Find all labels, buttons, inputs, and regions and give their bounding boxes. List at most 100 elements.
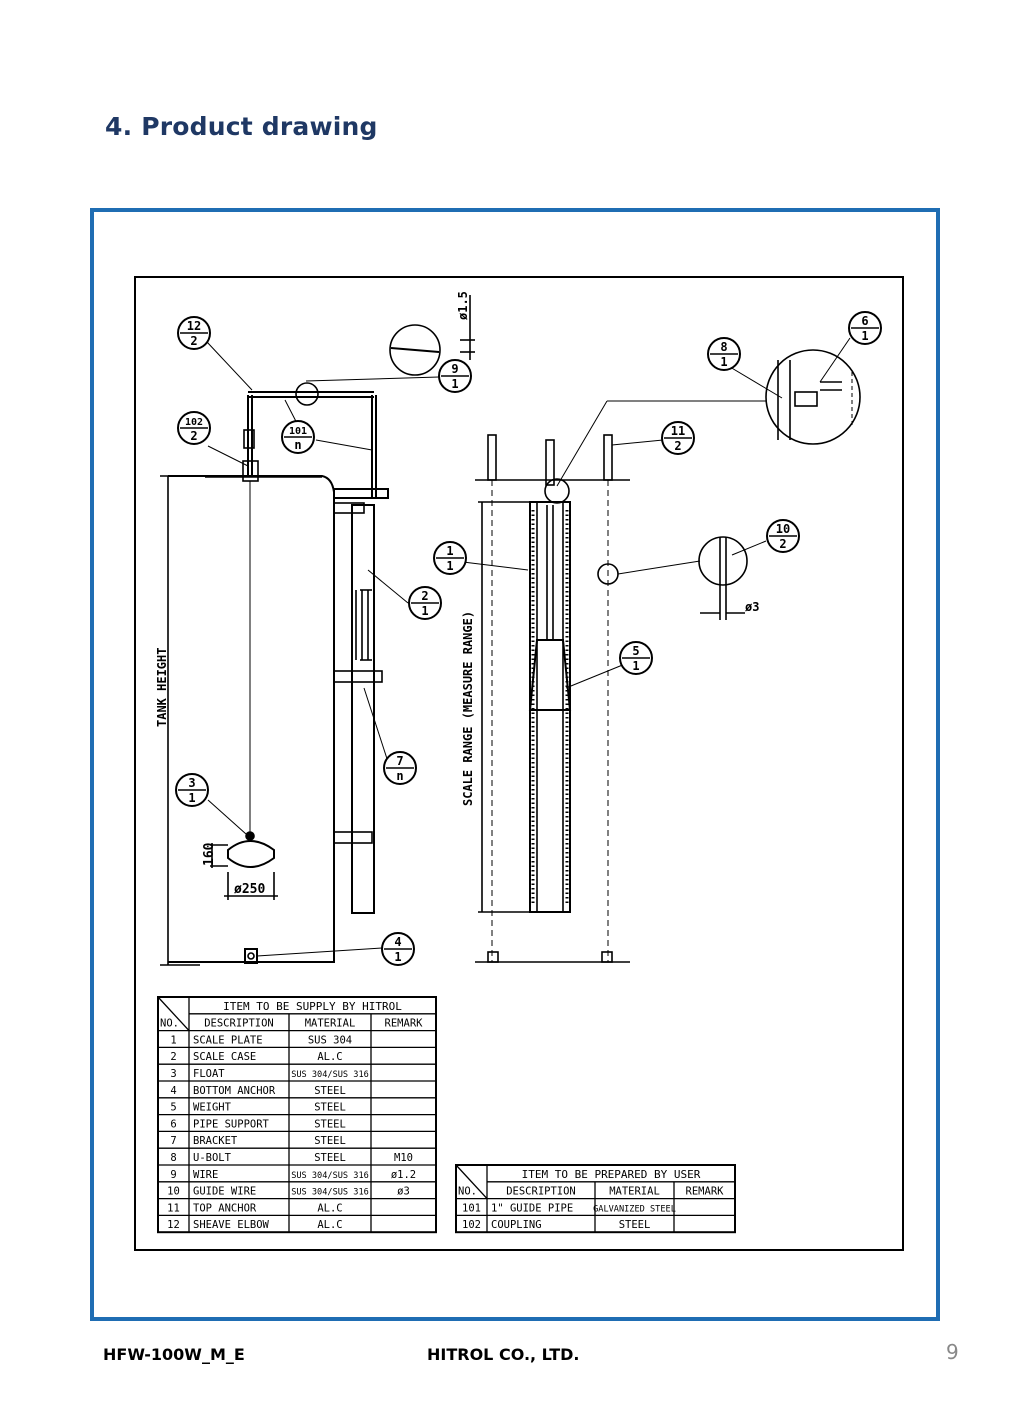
table-cell-material: STEEL bbox=[314, 1102, 346, 1114]
balloon-qty: 1 bbox=[632, 659, 639, 673]
footer-company-name: HITROL CO., LTD. bbox=[427, 1345, 580, 1364]
table-cell-material: AL.C bbox=[317, 1202, 342, 1214]
table-header-description: DESCRIPTION bbox=[204, 1018, 274, 1030]
table-cell-description: SHEAVE ELBOW bbox=[193, 1219, 270, 1231]
balloon-5: 51 bbox=[619, 641, 653, 675]
balloon-item-no: 3 bbox=[188, 776, 195, 790]
balloon-item-no: 102 bbox=[185, 417, 203, 428]
balloon-item-no: 101 bbox=[289, 426, 307, 437]
balloon-qty: 1 bbox=[421, 604, 428, 618]
balloon-item-no: 1 bbox=[446, 544, 453, 558]
drawing-border bbox=[134, 276, 904, 1251]
table-cell-description: FLOAT bbox=[193, 1068, 225, 1080]
table-cell-material: STEEL bbox=[314, 1152, 346, 1164]
table-cell-material: STEEL bbox=[314, 1135, 346, 1147]
balloon-10: 102 bbox=[766, 519, 800, 553]
table-cell-no: 5 bbox=[170, 1102, 176, 1114]
right-assembly bbox=[462, 337, 861, 963]
table-header-description: DESCRIPTION bbox=[506, 1186, 576, 1198]
balloon-9: 91 bbox=[438, 359, 472, 393]
table-cell-description: TOP ANCHOR bbox=[193, 1202, 257, 1214]
scale-range-label: SCALE RANGE (MEASURE RANGE) bbox=[461, 611, 475, 806]
balloon-qty: 1 bbox=[188, 791, 195, 805]
balloon-item-no: 12 bbox=[187, 319, 201, 333]
table-cell-description: WEIGHT bbox=[193, 1102, 232, 1114]
table-header-material: MATERIAL bbox=[609, 1186, 660, 1198]
balloon-item-no: 4 bbox=[394, 935, 401, 949]
table-cell-description: COUPLING bbox=[491, 1219, 542, 1231]
float-dia-label: ø250 bbox=[234, 882, 265, 897]
table-cell-no: 9 bbox=[170, 1169, 176, 1181]
balloon-item-no: 6 bbox=[861, 314, 868, 328]
table-cell-remark: ø3 bbox=[397, 1186, 410, 1198]
table-cell-remark: M10 bbox=[394, 1152, 413, 1164]
balloon-7: 7n bbox=[383, 751, 417, 785]
left-assembly bbox=[160, 295, 475, 966]
table-cell-description: BRACKET bbox=[193, 1135, 238, 1147]
balloon-item-no: 9 bbox=[451, 362, 458, 376]
balloon-qty: 1 bbox=[451, 377, 458, 391]
table-cell-no: 10 bbox=[167, 1186, 180, 1198]
table-cell-description: SCALE CASE bbox=[193, 1051, 256, 1063]
table-cell-no: 7 bbox=[170, 1135, 176, 1147]
balloon-qty: 1 bbox=[394, 950, 401, 964]
table-cell-no: 3 bbox=[170, 1068, 176, 1080]
table-cell-no: 101 bbox=[462, 1202, 481, 1214]
table-cell-material: SUS 304/SUS 316 bbox=[291, 1171, 369, 1181]
table-header-material: MATERIAL bbox=[305, 1018, 356, 1030]
balloon-qty: 1 bbox=[446, 559, 453, 573]
table-cell-description: WIRE bbox=[193, 1169, 218, 1181]
balloon-qty: 1 bbox=[720, 355, 727, 369]
table-cell-material: SUS 304/SUS 316 bbox=[291, 1070, 369, 1080]
table-header-no: NO. bbox=[458, 1186, 477, 1198]
balloon-item-no: 5 bbox=[632, 644, 639, 658]
table-header-remark: REMARK bbox=[385, 1018, 424, 1030]
balloon-qty: 2 bbox=[779, 537, 786, 551]
balloon-qty: 2 bbox=[674, 439, 681, 453]
table-cell-no: 8 bbox=[170, 1152, 176, 1164]
guide-wire-dia-label: ø3 bbox=[745, 600, 759, 614]
balloon-qty: n bbox=[294, 438, 301, 452]
table-cell-material: STEEL bbox=[314, 1085, 346, 1097]
footer-document-code: HFW-100W_M_E bbox=[103, 1345, 245, 1364]
balloon-item-no: 11 bbox=[671, 424, 685, 438]
table-cell-no: 11 bbox=[167, 1202, 180, 1214]
balloon-item-no: 2 bbox=[421, 589, 428, 603]
table-title: ITEM TO BE SUPPLY BY HITROL bbox=[223, 1000, 402, 1013]
table-cell-material: AL.C bbox=[317, 1051, 342, 1063]
table-cell-material: GALVANIZED STEEL bbox=[593, 1204, 676, 1214]
wire-dia-label: ø1.5 bbox=[456, 291, 470, 320]
balloon-qty: n bbox=[396, 769, 403, 783]
table-cell-material: SUS 304 bbox=[308, 1034, 352, 1046]
table-cell-description: GUIDE WIRE bbox=[193, 1186, 256, 1198]
balloon-1: 11 bbox=[433, 541, 467, 575]
balloon-qty: 2 bbox=[190, 334, 197, 348]
balloon-11: 112 bbox=[661, 421, 695, 455]
table-cell-material: SUS 304/SUS 316 bbox=[291, 1188, 369, 1198]
table-cell-no: 102 bbox=[462, 1219, 481, 1231]
table-cell-description: 1" GUIDE PIPE bbox=[491, 1202, 573, 1214]
table-cell-material: STEEL bbox=[619, 1219, 651, 1231]
balloon-3: 31 bbox=[175, 773, 209, 807]
drawing-frame bbox=[90, 208, 940, 1321]
table-cell-no: 12 bbox=[167, 1219, 180, 1231]
balloon-12: 122 bbox=[177, 316, 211, 350]
table-title: ITEM TO BE PREPARED BY USER bbox=[522, 1168, 701, 1181]
table-cell-no: 1 bbox=[170, 1034, 176, 1046]
table-cell-material: AL.C bbox=[317, 1219, 342, 1231]
balloon-item-no: 8 bbox=[720, 340, 727, 354]
page-number: 9 bbox=[946, 1340, 959, 1364]
table-cell-description: SCALE PLATE bbox=[193, 1034, 263, 1046]
user-table: ITEM TO BE PREPARED BY USER NO. DESCRIPTIO… bbox=[455, 1164, 736, 1234]
balloon-2: 21 bbox=[408, 586, 442, 620]
balloon-4: 41 bbox=[381, 932, 415, 966]
float-height-label: 160 bbox=[202, 842, 217, 866]
table-cell-remark: ø1.2 bbox=[391, 1169, 416, 1181]
table-cell-description: BOTTOM ANCHOR bbox=[193, 1085, 276, 1097]
balloon-8: 81 bbox=[707, 337, 741, 371]
balloon-6: 61 bbox=[848, 311, 882, 345]
